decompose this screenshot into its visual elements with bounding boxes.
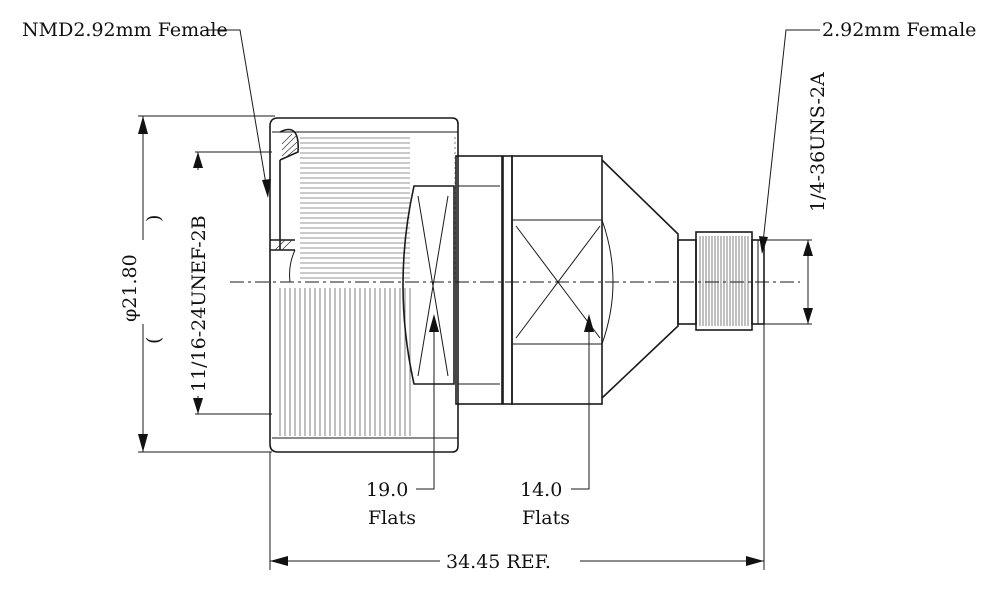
thread-right-text: 1/4-36UNS-2A	[807, 72, 829, 212]
dim-thread-left: 11/16-24UNEF-2B	[188, 152, 210, 414]
diameter-text: φ21.80	[119, 254, 141, 322]
knurl-hatching-bottom	[279, 288, 411, 436]
knurl-hatching-small	[699, 236, 749, 326]
hex-flats-14	[511, 155, 614, 405]
thread-left-text: 11/16-24UNEF-2B	[188, 215, 210, 392]
diameter-paren-open: (	[143, 337, 165, 344]
coupling-nut	[269, 117, 459, 453]
leader-left-connector: NMD2.92mm Female	[22, 19, 271, 198]
small-connector	[677, 231, 765, 331]
bore-section-hatch	[274, 133, 298, 251]
leader-right-connector: 2.92mm Female	[759, 19, 976, 254]
leader-flats-14: 14.0 Flats	[520, 314, 594, 529]
knurl-hatching-top	[300, 137, 456, 279]
dim-diameter: φ21.80 ( )	[119, 116, 165, 452]
left-connector-text: NMD2.92mm Female	[22, 19, 228, 41]
flats-14-value: 14.0	[520, 479, 562, 501]
right-connector-text: 2.92mm Female	[822, 19, 976, 41]
hex-flats-19	[402, 185, 455, 385]
flats-19-value: 19.0	[366, 479, 408, 501]
body-collar	[455, 155, 513, 405]
leader-flats-19: 19.0 Flats	[366, 314, 439, 529]
overall-length-text: 34.45 REF.	[446, 551, 551, 573]
diameter-paren-close: )	[143, 215, 165, 222]
dim-thread-right: 1/4-36UNS-2A	[803, 72, 829, 324]
flats-19-label: Flats	[368, 507, 416, 529]
flats-14-label: Flats	[522, 507, 570, 529]
dim-overall-length: 34.45 REF.	[270, 551, 764, 573]
extension-lines	[138, 115, 812, 570]
